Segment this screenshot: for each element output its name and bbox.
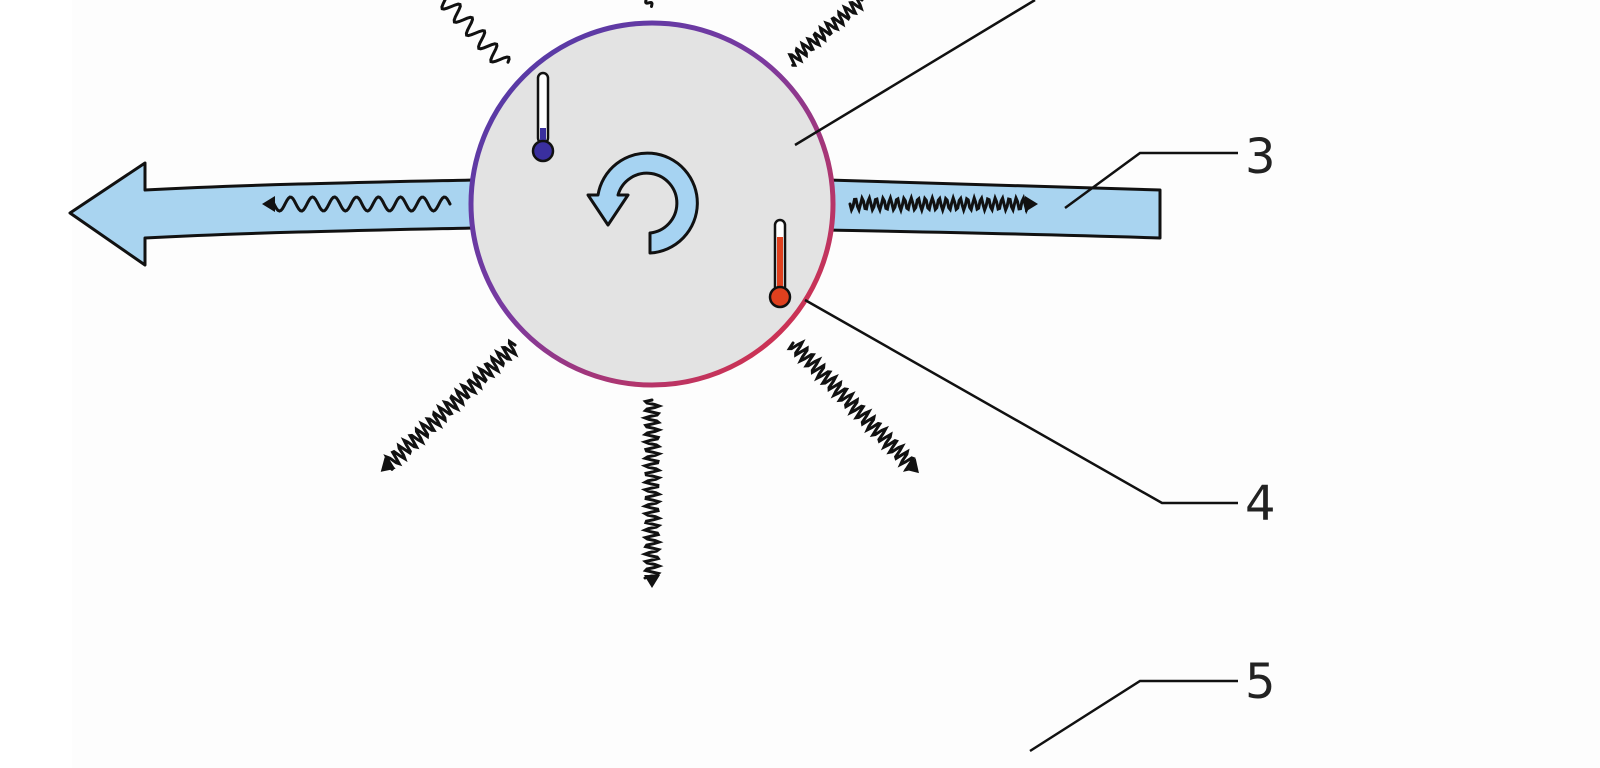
callout-5: 5 [1245,654,1276,710]
leader-line-4 [804,298,1238,505]
callout-3: 3 [1245,129,1276,185]
inflow-stream-icon [826,178,1162,240]
callout-4: 4 [1245,476,1276,532]
wavy-arrow-in-inflow-head [1025,196,1038,212]
radiation-arrows [262,0,1038,588]
leader-lines [794,0,1238,753]
thermometer-cold-icon [531,71,555,163]
wavy-arrow-in-outflow-head [262,196,275,212]
wavy-radiation-arrow-bottom-head [644,575,660,588]
wavy-radiation-arrow-bottom-right-head [904,458,919,474]
circular-body [468,20,836,388]
thermometer-hot-icon [768,218,792,309]
wavy-radiation-arrow-top-center [644,0,654,8]
rotation-arrow-icon [586,151,699,255]
outflow-arrow-icon [68,161,477,267]
leader-line-top [794,0,1036,147]
wavy-radiation-arrow-bottom [640,398,664,580]
wavy-radiation-arrow-top-left [440,0,511,64]
wavy-radiation-arrow-bottom-left [383,338,519,471]
leader-line-5 [1029,679,1238,753]
wavy-radiation-arrow-top-right [787,0,864,67]
wavy-arrow-in-outflow [270,195,452,213]
wavy-arrow-in-inflow [848,193,1030,215]
leader-line-3 [1064,151,1238,210]
wavy-radiation-arrow-bottom-right [786,339,916,472]
wavy-radiation-arrow-bottom-left-head [380,457,396,472]
